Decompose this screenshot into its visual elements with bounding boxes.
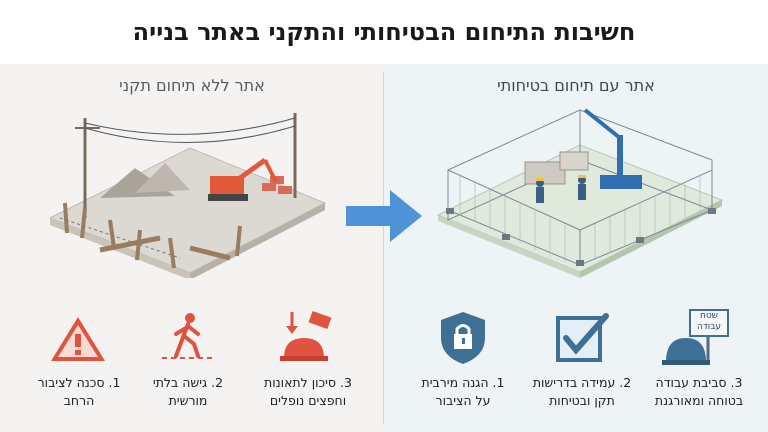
- right-item-1-label: 1. הגנה מירבית על הציבור: [421, 375, 505, 408]
- warning-triangle-icon: [51, 317, 105, 361]
- panel-divider: [383, 72, 384, 424]
- left-item-2-label: 2. גישה בלתי מורשית: [152, 375, 224, 408]
- right-item-2-label: 2. עמידה בדרישות תקן ובטיחות: [532, 375, 632, 408]
- falling-objects-icon: [280, 310, 332, 361]
- right-panel-subtitle: אתר עם תיחום בטיחותי: [497, 76, 655, 95]
- shield-lock-icon: [441, 312, 485, 364]
- unsafe-site-illustration: [48, 113, 327, 278]
- left-item-3-label: 3. סיכון לתאונות וחפצים נופלים: [264, 375, 352, 408]
- work-zone-helmet-icon: [662, 309, 729, 365]
- work-zone-sign-text: שטח עבודה: [696, 311, 722, 332]
- safe-site-illustration: [436, 108, 724, 278]
- right-item-3-label: 3. סביבת עבודה בטוחה ומאורגנת: [654, 375, 744, 408]
- right-arrow-icon: [346, 190, 422, 242]
- left-panel-subtitle: אתר ללא תיחום תקני: [119, 76, 265, 95]
- walking-person-icon: [162, 313, 214, 359]
- left-item-1-label: 1. סכנה לציבור הרחב: [37, 375, 121, 408]
- checkbox-icon: [556, 313, 609, 362]
- page-title: חשיבות התיחום הבטיחותי והתקני באתר בנייה: [132, 18, 636, 46]
